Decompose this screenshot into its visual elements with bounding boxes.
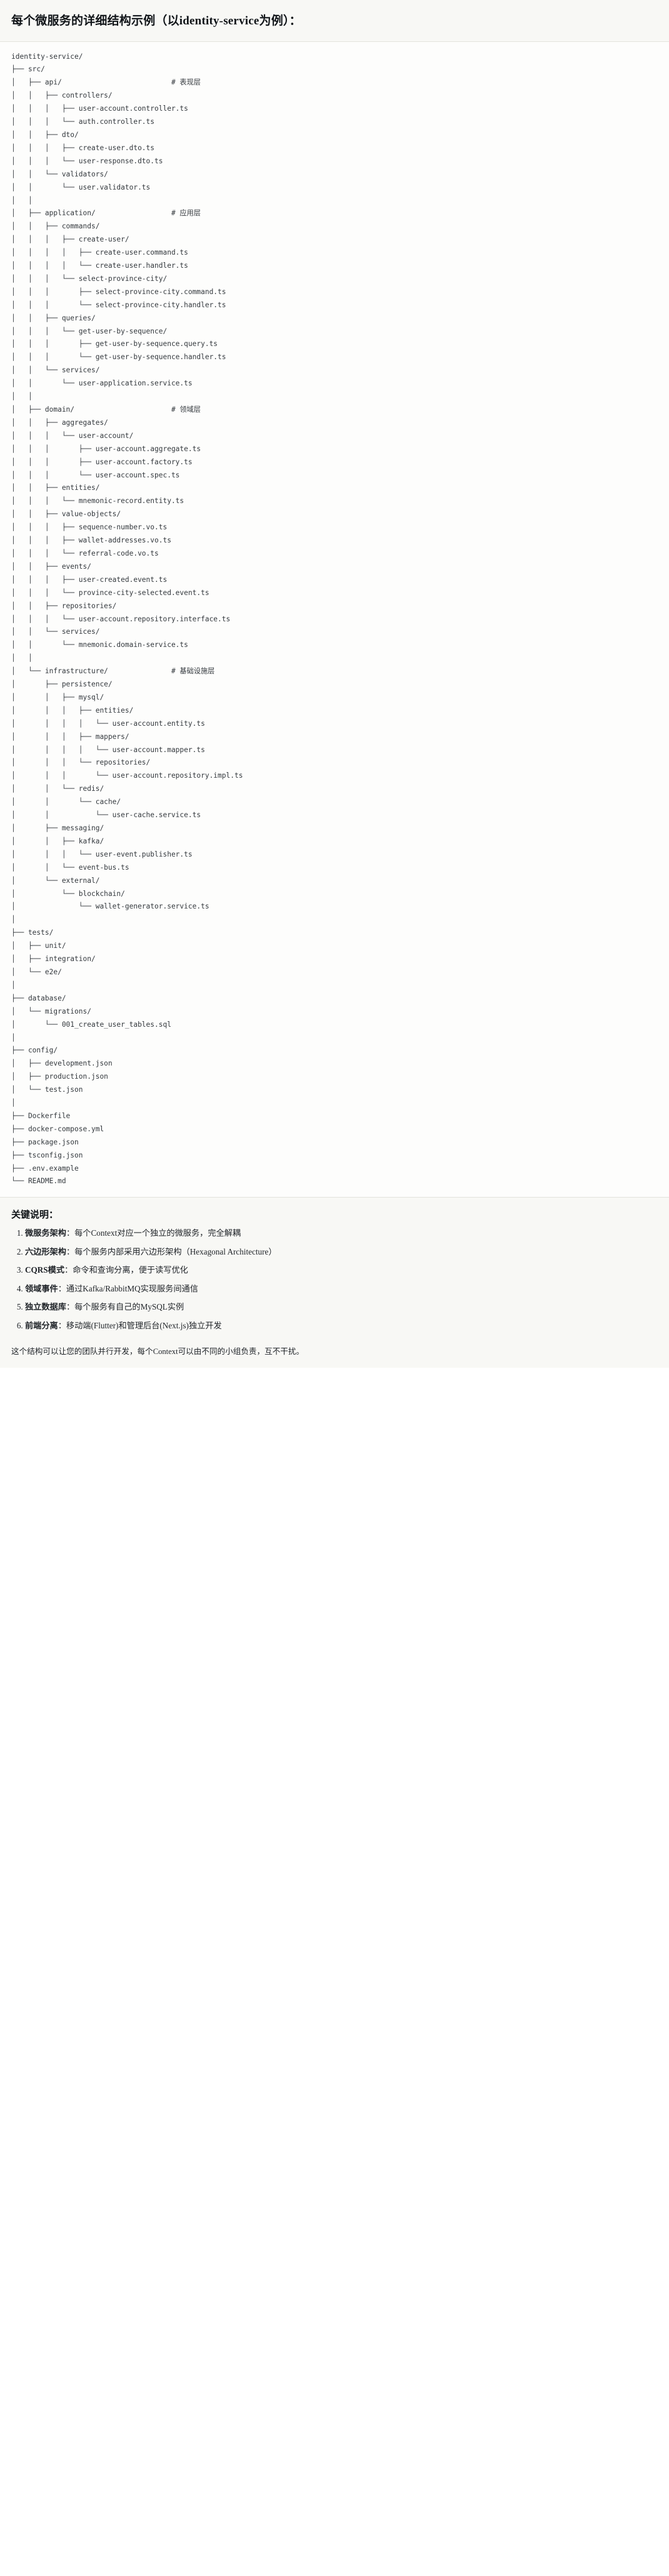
key-point-item: CQRS模式：命令和查询分离，便于读写优化 <box>25 1264 658 1276</box>
key-point-desc: ：每个服务有自己的MySQL实例 <box>66 1302 184 1312</box>
key-point-term: 前端分离 <box>25 1320 58 1330</box>
key-points-heading: 关键说明： <box>11 1210 59 1221</box>
key-point-desc: ：移动端(Flutter)和管理后台(Next.js)独立开发 <box>58 1320 222 1330</box>
key-point-term: 微服务架构 <box>25 1228 66 1238</box>
key-point-term: 独立数据库 <box>25 1302 66 1312</box>
directory-tree-block: identity-service/ ├── src/ │ ├── api/ # … <box>0 41 669 1198</box>
key-point-item: 领域事件：通过Kafka/RabbitMQ实现服务间通信 <box>25 1283 658 1295</box>
directory-tree: identity-service/ ├── src/ │ ├── api/ # … <box>11 52 243 1186</box>
key-points-list: 微服务架构：每个Context对应一个独立的微服务，完全解耦六边形架构：每个服务… <box>11 1227 658 1332</box>
key-point-term: 领域事件 <box>25 1283 58 1293</box>
key-point-item: 微服务架构：每个Context对应一个独立的微服务，完全解耦 <box>25 1227 658 1240</box>
key-point-desc: ：命令和查询分离，便于读写优化 <box>64 1265 188 1275</box>
key-point-desc: ：每个Context对应一个独立的微服务，完全解耦 <box>66 1228 241 1238</box>
key-point-desc: ：通过Kafka/RabbitMQ实现服务间通信 <box>58 1283 198 1293</box>
key-point-item: 独立数据库：每个服务有自己的MySQL实例 <box>25 1301 658 1313</box>
title-band: 每个微服务的详细结构示例（以identity-service为例）： <box>0 0 669 42</box>
key-point-term: 六边形架构 <box>25 1246 66 1256</box>
key-points-section: 关键说明： 微服务架构：每个Context对应一个独立的微服务，完全解耦六边形架… <box>0 1197 669 1343</box>
page-root: 每个微服务的详细结构示例（以identity-service为例）： ident… <box>0 0 669 1368</box>
key-point-item: 前端分离：移动端(Flutter)和管理后台(Next.js)独立开发 <box>25 1320 658 1332</box>
closing-note: 这个结构可以让您的团队并行开发，每个Context可以由不同的小组负责，互不干扰… <box>0 1343 669 1368</box>
key-point-term: CQRS模式 <box>25 1265 65 1275</box>
key-point-item: 六边形架构：每个服务内部采用六边形架构（Hexagonal Architectu… <box>25 1246 658 1258</box>
key-point-desc: ：每个服务内部采用六边形架构（Hexagonal Architecture） <box>66 1246 277 1256</box>
page-title: 每个微服务的详细结构示例（以identity-service为例）： <box>11 14 301 28</box>
